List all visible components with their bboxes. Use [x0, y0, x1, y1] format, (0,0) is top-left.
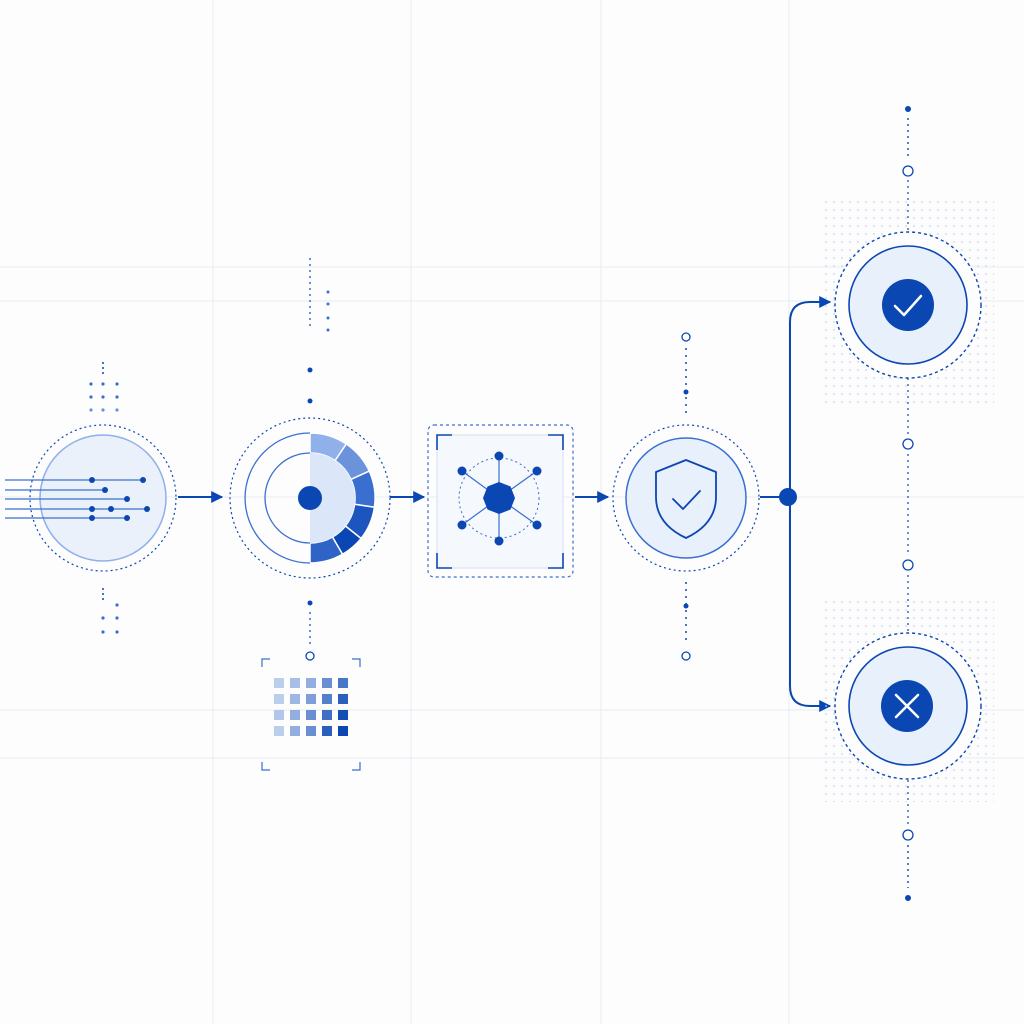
heatmap-cell: [338, 678, 348, 688]
heatmap-cell: [306, 694, 316, 704]
heatmap-cell: [290, 678, 300, 688]
validation-dots-top: [681, 332, 691, 414]
heatmap-cell: [338, 694, 348, 704]
input-dots-top: [89, 362, 119, 412]
validation-dots-bottom: [681, 582, 691, 661]
heatmap-cell: [338, 710, 348, 720]
segmented-ring-icon: [244, 432, 376, 564]
heatmap-cell: [322, 694, 332, 704]
segmentation-dots-top: [307, 258, 330, 404]
network-graph-icon: [457, 451, 542, 546]
heatmap-cell: [290, 694, 300, 704]
heatmap-cell: [274, 710, 284, 720]
heatmap-cell: [274, 678, 284, 688]
stage-segmentation: [229, 258, 391, 771]
heatmap-cell: [322, 710, 332, 720]
input-lines-icon: [5, 477, 150, 521]
heatmap-cell: [306, 678, 316, 688]
stage-security-validation: [612, 332, 760, 661]
heatmap-cell: [322, 678, 332, 688]
stage-network-processing: [427, 424, 574, 578]
heatmap-cell: [306, 726, 316, 736]
outcome-column-connector: [902, 106, 914, 901]
decision-branch: [760, 296, 832, 712]
stage-data-ingestion: [5, 362, 177, 634]
heatmap-cell: [322, 726, 332, 736]
input-dots-bottom: [101, 588, 119, 634]
heatmap-cell: [306, 710, 316, 720]
heatmap-cell: [290, 710, 300, 720]
branch-node: [779, 488, 797, 506]
heatmap-cell: [274, 694, 284, 704]
heatmap-cell: [274, 726, 284, 736]
x-icon: [894, 693, 920, 719]
heatmap-cell: [290, 726, 300, 736]
segmentation-dots-bottom: [305, 600, 315, 661]
shield-check-icon: [655, 459, 717, 539]
outcome-rejected: [822, 596, 994, 802]
heatmap-grid: [261, 658, 361, 771]
outcome-approved: [822, 198, 994, 406]
heatmap-cell: [338, 726, 348, 736]
check-icon: [893, 294, 923, 317]
